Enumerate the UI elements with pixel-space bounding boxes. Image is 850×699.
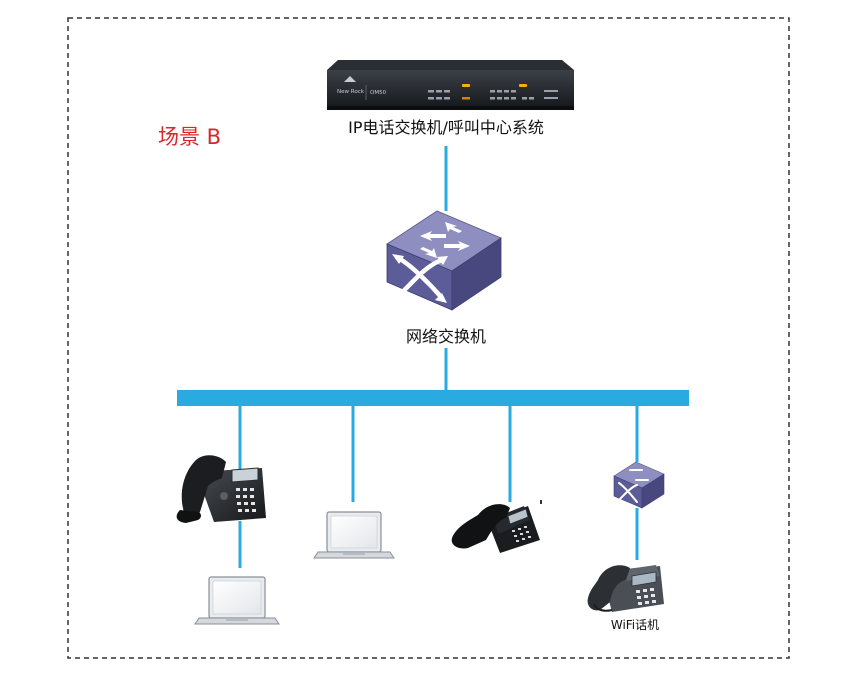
pbx-model: OM50: [370, 90, 387, 96]
ip-phone-icon: [451, 500, 542, 553]
connection-lines: [238, 146, 639, 568]
pbx-brand: New Rock: [337, 89, 365, 95]
lan-bus: [177, 390, 689, 406]
wifi-phone-icon: [587, 565, 664, 612]
laptop-icon: [194, 576, 280, 625]
wifi-phone-label: WiFi话机: [611, 618, 659, 632]
pbx-label: IP电话交换机/呼叫中心系统: [348, 118, 544, 137]
scene-border: [67, 17, 790, 659]
switch-label: 网络交换机: [406, 327, 486, 346]
laptop-icon: [313, 511, 395, 559]
network-switch-icon: [386, 210, 502, 311]
pbx-device-icon: New Rock OM50: [327, 60, 574, 110]
scene-label: 场景 B: [158, 125, 221, 149]
ip-phone-icon: [176, 455, 266, 523]
network-switch-small-icon: [613, 461, 665, 509]
